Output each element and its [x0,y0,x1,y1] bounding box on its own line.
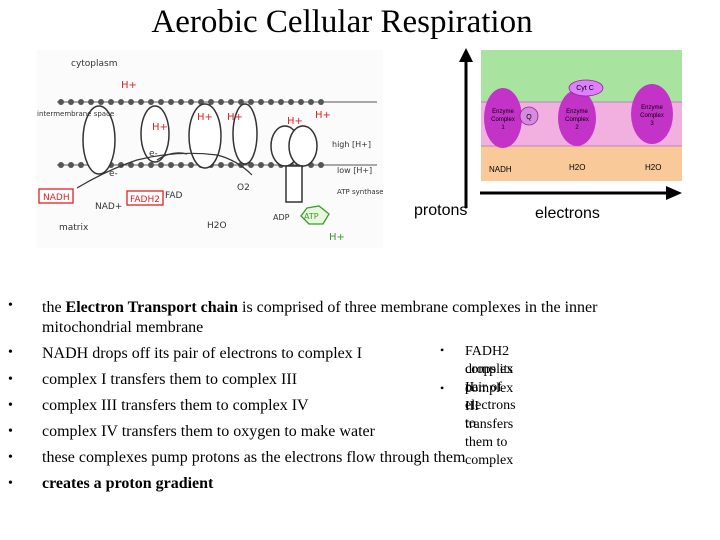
bullet-1-pre: the [42,299,66,316]
protons-arrow [459,48,473,208]
label-h-plus-6: H+ [315,110,331,121]
enzyme1-line2: Complex [491,117,515,123]
label-atp: ATP [304,212,319,221]
bullet-marker: • [8,424,13,439]
bullet-marker: • [8,372,13,387]
bullet-item-5: complex IV transfers them to oxygen to m… [42,423,375,440]
electrons-label: electrons [535,205,600,222]
bullet-item-7: creates a proton gradient [42,475,214,492]
bullet-item-3: complex I transfers them to complex III [42,371,298,388]
label-low-h: low [H+] [337,166,372,175]
bullet-marker: • [8,298,13,313]
label-intermembrane: intermembrane space [37,110,114,118]
label-cytoplasm: cytoplasm [71,59,118,69]
enzyme3-line3: 3 [650,121,654,127]
label-o2: O2 [237,183,250,193]
enzyme1-line3: 1 [501,125,505,131]
side-bullet-2-line1: complex II transfers them to complex [465,381,514,468]
enzyme3-line1: Enzyme [641,105,663,111]
h2o-label-2: H2O [645,163,661,172]
bullet-item-2: NADH drops off its pair of electrons to … [42,345,363,362]
bullet-item-1-cont: mitochondrial membrane [42,319,204,336]
label-h-plus-2: H+ [152,122,168,133]
cyt-c-label: Cyt C [576,85,594,92]
enzyme2-line2: Complex [565,117,589,123]
label-matrix: matrix [59,223,89,233]
bullet-marker: • [8,476,13,491]
label-fadh2: FADH2 [130,195,160,205]
bullet-item-6: these complexes pump protons as the elec… [42,449,466,466]
electron-path [76,152,253,189]
enzyme3-line2: Complex [640,113,664,119]
bullet-1-bold: Electron Transport chain [65,299,238,316]
side-bullet-1-line1: FADH2 drops its pair of electrons to [465,344,516,431]
label-fad: FAD [165,191,183,201]
label-h-plus-3: H+ [197,112,213,123]
label-nadh: NADH [43,193,70,203]
side-bullet-marker: • [440,381,445,395]
etc-membrane-diagram: cytoplasm intermembrane space high [H+] … [37,50,383,248]
label-h-plus-7: H+ [329,232,345,243]
label-h2o: H2O [207,221,227,231]
protons-label: protons [414,202,468,219]
bullet-1-post: is comprised of three membrane complexes… [238,299,598,316]
slide-title: Aerobic Cellular Respiration [151,4,533,40]
enzyme2-line1: Enzyme [566,109,588,115]
side-bullet-2-line2: III [465,399,479,414]
label-h-plus-4: H+ [227,112,243,123]
label-high-h: high [H+] [332,140,371,149]
side-bullet-1-line2: complex II [465,362,514,395]
label-h-plus-5: H+ [287,116,303,127]
enzyme-complex-diagram: Cyt C Q Enzyme Complex 1 Enzyme Complex … [481,50,682,181]
q-label: Q [526,114,532,121]
bullet-marker: • [8,398,13,413]
protein-complexes [82,103,318,203]
label-atp-synthase: ATP synthase [337,188,383,196]
nadh-label: NADH [489,165,512,174]
label-nad: NAD+ [95,202,122,212]
bullet-marker: • [8,345,13,360]
bullet-marker: • [8,450,13,465]
h2o-label-1: H2O [569,163,585,172]
enzyme2-line3: 2 [575,125,579,131]
bullet-item-4: complex III transfers them to complex IV [42,397,309,414]
label-electron-1: e- [109,169,118,179]
label-h-plus-1: H+ [121,80,137,91]
label-electron-2: e- [149,149,158,159]
electrons-arrow [480,186,682,200]
label-adp: ADP [273,213,290,222]
side-bullet-marker: • [440,343,445,357]
enzyme1-line1: Enzyme [492,109,514,115]
bullet-item-1: the Electron Transport chain is comprise… [42,298,597,318]
